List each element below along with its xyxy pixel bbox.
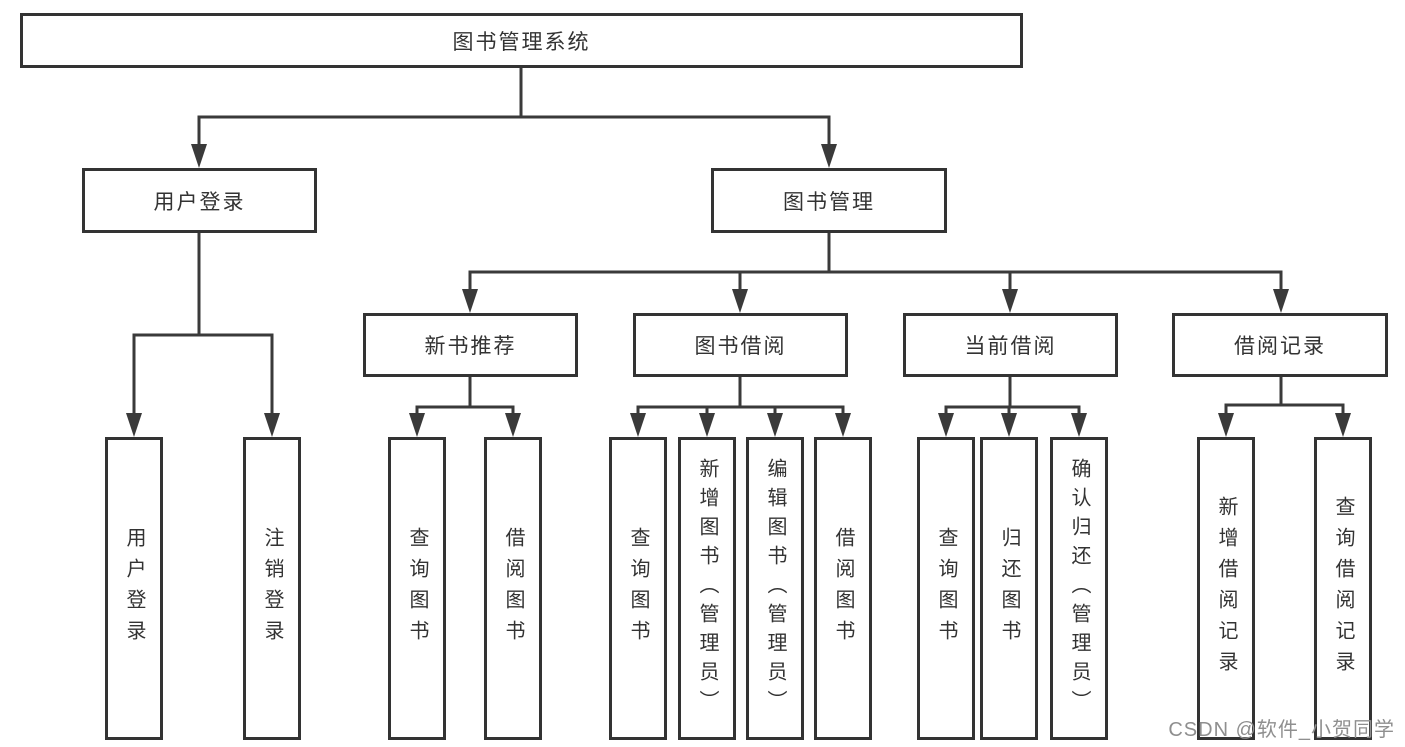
leaf-user-login: 用户登录 [105, 437, 163, 740]
leaf-query-books-borrow: 查询图书 [609, 437, 667, 740]
node-label: 新书推荐 [424, 335, 517, 358]
node-borrow-records: 借阅记录 [1172, 313, 1388, 377]
node-label: 图书管理 [783, 190, 875, 214]
node-current-borrow: 当前借阅 [903, 313, 1118, 377]
leaf-label: 查询图书 [406, 526, 428, 651]
leaf-return-book: 归还图书 [980, 437, 1038, 740]
leaf-edit-book-admin: 编辑图书（管理员） [746, 437, 804, 740]
node-label: 图书借阅 [694, 335, 787, 358]
leaf-label: 归还图书 [998, 526, 1020, 651]
node-user-login: 用户登录 [82, 168, 317, 233]
leaf-borrow-books-recommend: 借阅图书 [484, 437, 542, 740]
leaf-label: 新增图书（管理员） [696, 458, 718, 719]
csdn-watermark: CSDN @软件_小贺同学 [1168, 719, 1395, 741]
node-label: 当前借阅 [964, 335, 1057, 358]
leaf-label: 新增借阅记录 [1215, 495, 1237, 682]
node-library-management-system: 图书管理系统 [20, 13, 1023, 68]
node-label: 借阅记录 [1234, 335, 1326, 358]
leaf-label: 用户登录 [123, 526, 145, 651]
leaf-label: 借阅图书 [502, 526, 524, 651]
leaf-label: 借阅图书 [832, 526, 854, 651]
leaf-label: 查询图书 [627, 526, 649, 651]
node-label: 图书管理系统 [452, 30, 591, 54]
leaf-borrow-books: 借阅图书 [814, 437, 872, 740]
leaf-add-book-admin: 新增图书（管理员） [678, 437, 736, 740]
leaf-add-borrow-record: 新增借阅记录 [1197, 437, 1255, 740]
leaf-query-borrow-record: 查询借阅记录 [1314, 437, 1372, 740]
leaf-confirm-return-admin: 确认归还（管理员） [1050, 437, 1108, 740]
leaf-logout: 注销登录 [243, 437, 301, 740]
node-book-management: 图书管理 [711, 168, 947, 233]
leaf-label: 查询图书 [935, 526, 957, 651]
node-book-borrow: 图书借阅 [633, 313, 848, 377]
leaf-label: 注销登录 [261, 526, 283, 651]
node-new-book-recommend: 新书推荐 [363, 313, 578, 377]
node-label: 用户登录 [153, 190, 246, 214]
leaf-label: 确认归还（管理员） [1068, 458, 1090, 719]
leaf-query-books-recommend: 查询图书 [388, 437, 446, 740]
leaf-label: 查询借阅记录 [1332, 495, 1354, 682]
leaf-label: 编辑图书（管理员） [764, 458, 786, 719]
leaf-query-books-current: 查询图书 [917, 437, 975, 740]
